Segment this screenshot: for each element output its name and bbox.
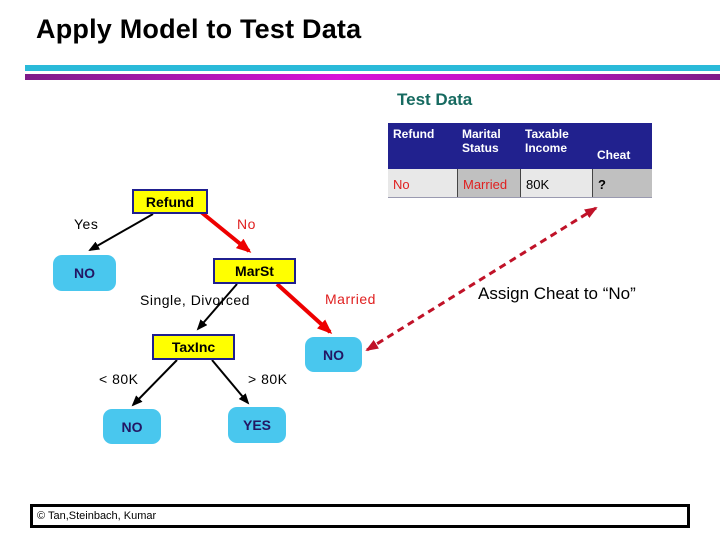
table-row: No Married 80K ? (388, 169, 652, 198)
edge-refund-yes (88, 213, 154, 251)
divider-cyan (25, 65, 720, 71)
branch-label-gt-80k: > 80K (248, 371, 288, 387)
test-data-heading: Test Data (397, 90, 473, 109)
tree-node-refund: Refund (132, 189, 208, 214)
page-title: Apply Model to Test Data (36, 14, 362, 44)
table-header-income: Taxable Income (525, 127, 569, 155)
branch-label-yes: Yes (74, 216, 99, 232)
edge-taxinc-high (211, 359, 250, 405)
assign-dashed-arrow (365, 206, 598, 352)
table-header-marital: Marital Status (462, 127, 501, 155)
edge-taxinc-low (131, 359, 178, 407)
test-data-table: Refund Marital Status Taxable Income Che… (388, 123, 652, 198)
tree-leaf-no-low-income: NO (103, 409, 161, 444)
table-header-row: Refund Marital Status Taxable Income Che… (388, 123, 652, 169)
cell-cheat: ? (592, 169, 652, 197)
edge-marst-married (275, 282, 333, 335)
cell-income: 80K (520, 169, 592, 197)
tree-leaf-no-refund-yes: NO (53, 255, 116, 291)
footer-credit-box: © Tan,Steinbach, Kumar (30, 504, 690, 528)
branch-label-lt-80k: < 80K (99, 371, 139, 387)
cell-refund: No (388, 169, 457, 197)
cell-marital: Married (457, 169, 520, 197)
branch-label-single-divorced: Single, Divorced (140, 292, 250, 308)
divider-magenta (25, 74, 720, 80)
tree-node-taxinc: TaxInc (152, 334, 235, 360)
footer-credit-text: © Tan,Steinbach, Kumar (37, 510, 157, 522)
table-header-cheat: Cheat (597, 148, 631, 163)
assign-cheat-annotation: Assign Cheat to “No” (478, 284, 636, 303)
tree-leaf-no-married: NO (305, 337, 362, 372)
branch-label-no: No (237, 216, 256, 232)
table-header-refund: Refund (393, 127, 435, 141)
branch-label-married: Married (325, 291, 376, 307)
tree-leaf-yes-high-income: YES (228, 407, 286, 443)
tree-node-marst: MarSt (213, 258, 296, 284)
